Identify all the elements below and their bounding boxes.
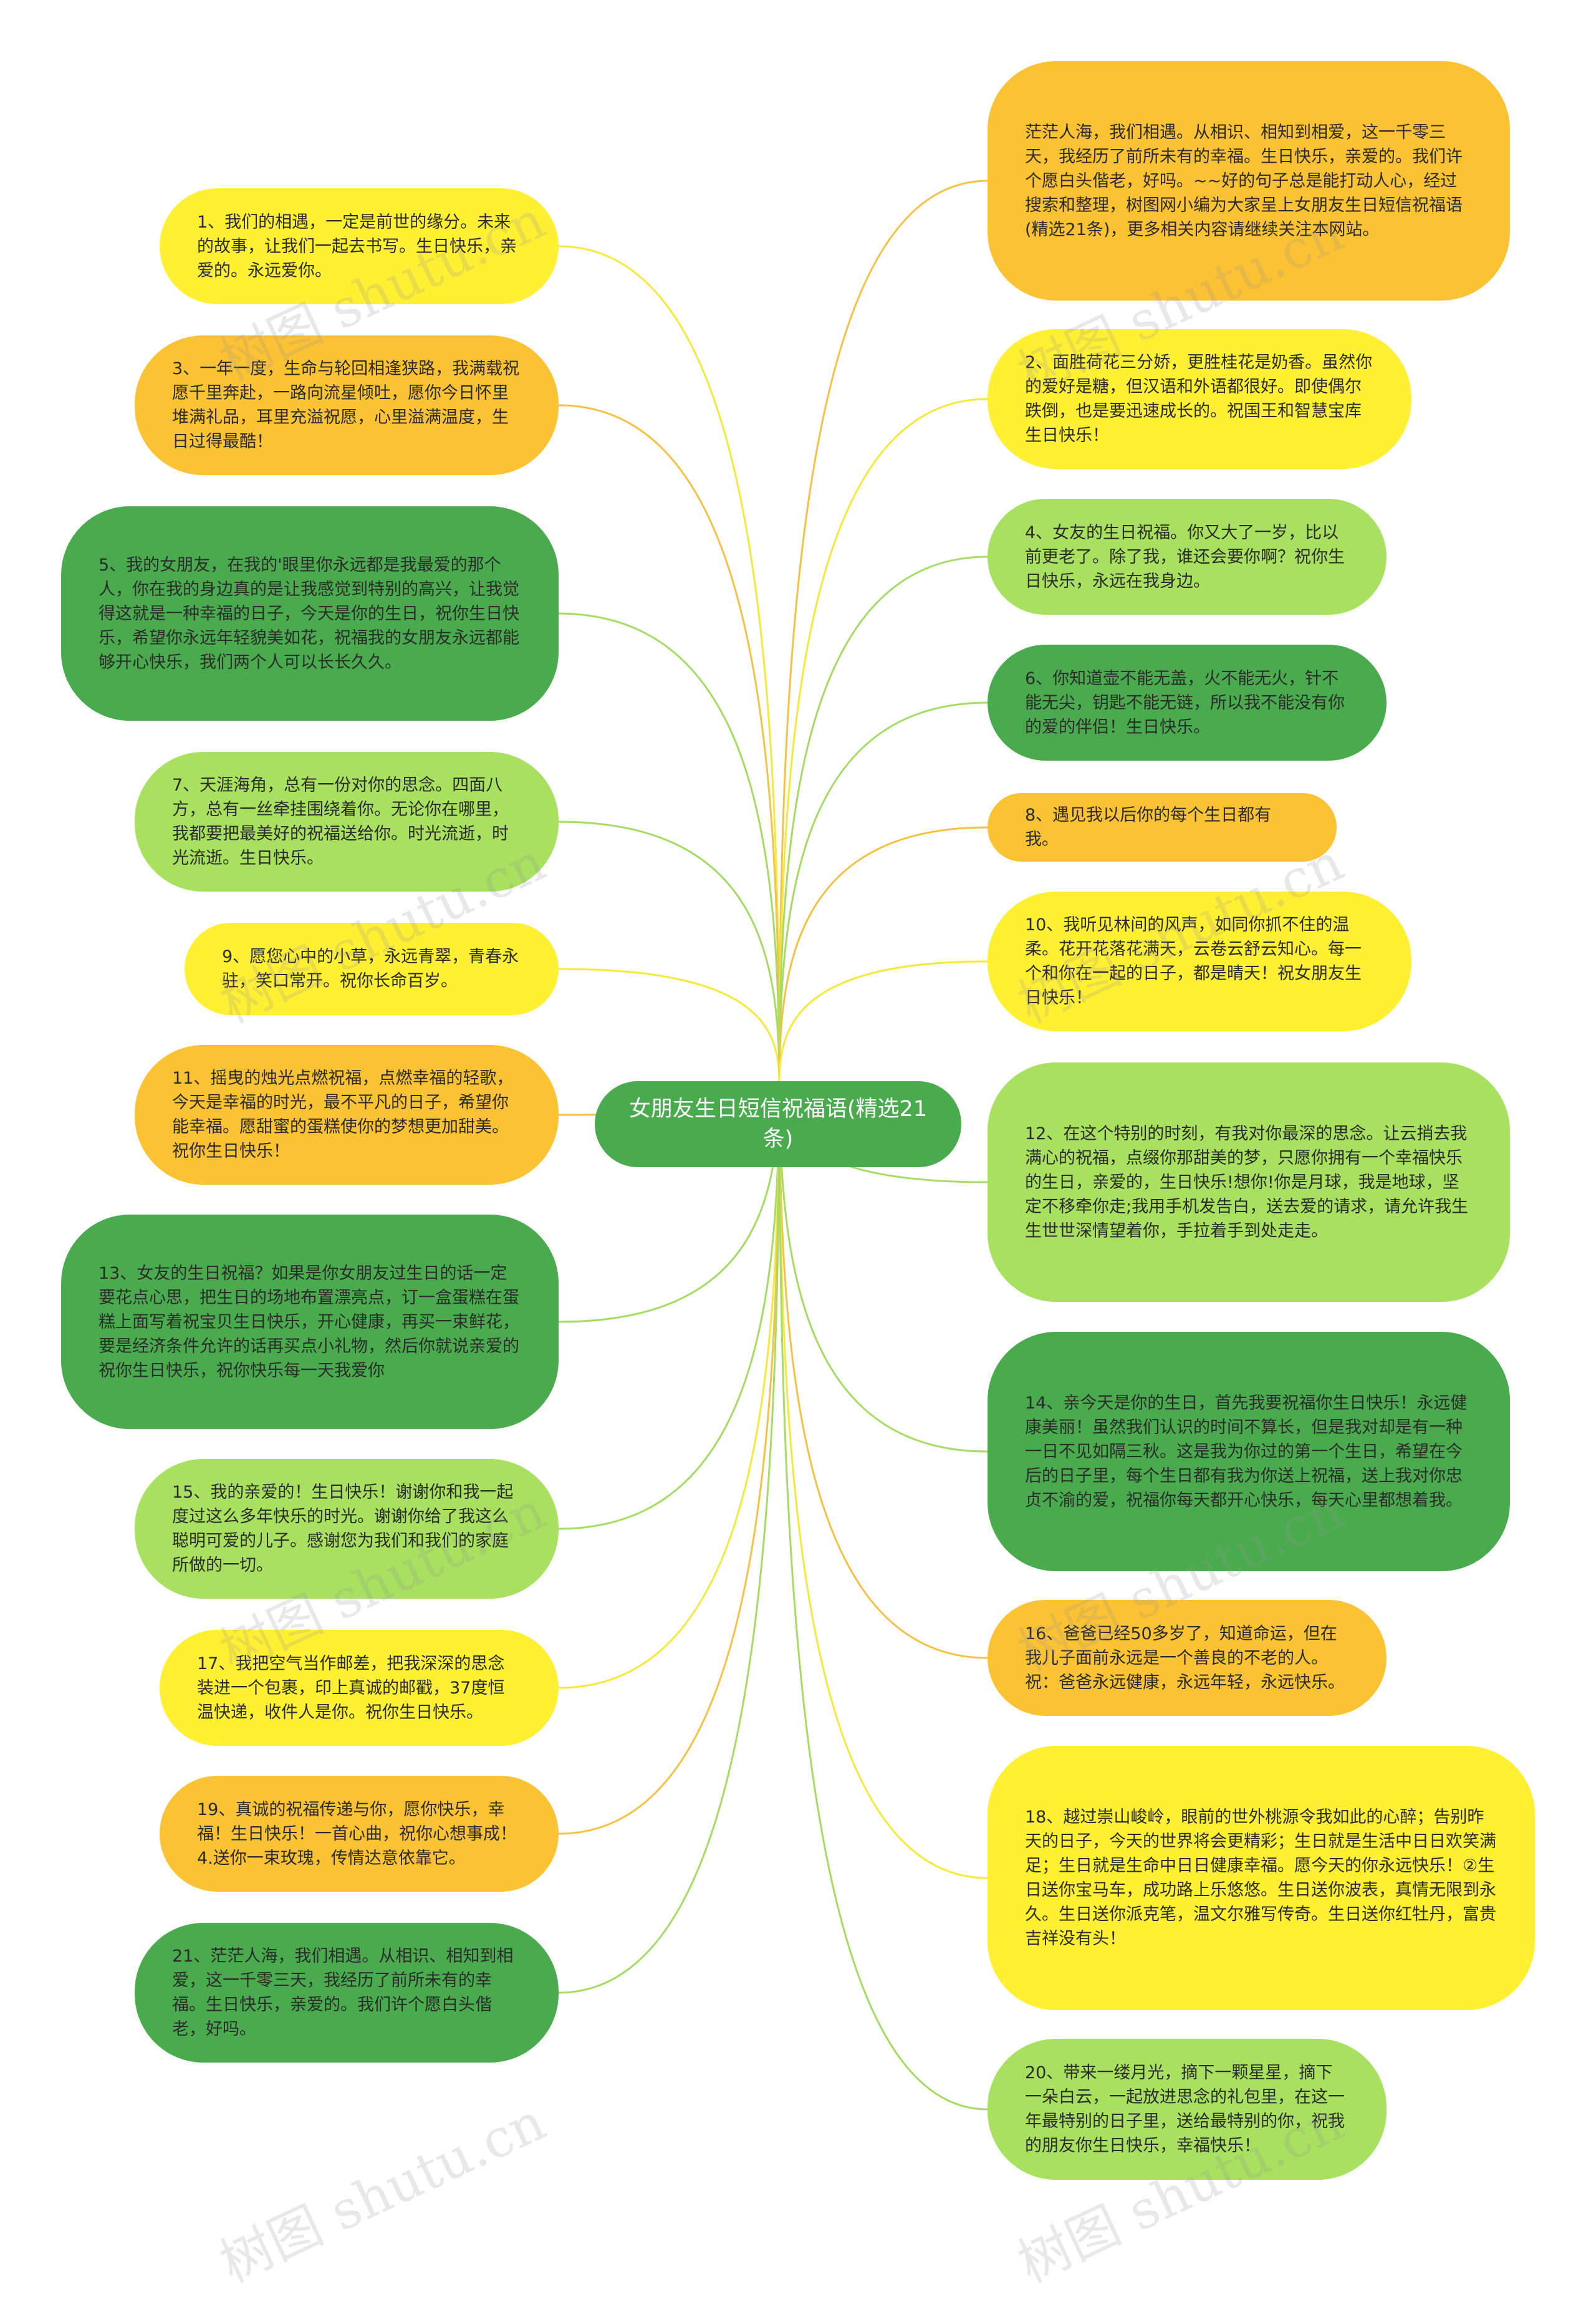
connector-n19 [558,1081,781,1835]
node-14-text: 14、亲今天是你的生日，首先我要祝福你生日快乐！永远健康美丽！虽然我们认识的时间… [1025,1393,1468,1510]
node-3[interactable]: 3、一年一度，生命与轮回相逢狭路，我满载祝愿千里奔赴，一路向流星倾吐，愿你今日怀… [135,335,559,475]
node-10-text: 10、我听见林间的风声，如同你抓不住的温柔。花开花落花满天，云卷云舒云知心。每一… [1025,915,1362,1008]
node-5[interactable]: 5、我的女朋友，在我的'眼里你永远都是我最爱的那个人，你在我的身边真的是让我感觉… [61,506,559,721]
node-4[interactable]: 4、女友的生日祝福。你又大了一岁，比以前更老了。除了我，谁还会要你啊？祝你生日快… [988,499,1387,615]
node-9-text: 9、愿您心中的小草，永远青翠，青春永驻，笑口常开。祝你长命百岁。 [222,947,519,991]
central-topic[interactable]: 女朋友生日短信祝福语(精选21条) [595,1081,961,1167]
connector-n17 [558,1081,781,1689]
connector-n3 [558,404,781,1082]
node-2[interactable]: 2、面胜荷花三分娇，更胜桂花是奶香。虽然你的爱好是糖，但汉语和外语都很好。即使偶… [988,329,1411,469]
node-1[interactable]: 1、我们的相遇，一定是前世的缘分。未来的故事，让我们一起去书写。生日快乐，亲爱的… [160,188,559,304]
connector-n4 [778,556,988,1082]
node-15-text: 15、我的亲爱的！生日快乐！谢谢你和我一起度过这么多年快乐的时光。谢谢你给了我这… [172,1483,514,1575]
connector-n0 [778,180,988,1082]
node-18[interactable]: 18、越过崇山峻岭，眼前的世外桃源令我如此的心醉；告别昨天的日子，今天的世界将会… [988,1746,1535,2010]
connector-n15 [558,1081,781,1530]
node-9[interactable]: 9、愿您心中的小草，永远青翠，青春永驻，笑口常开。祝你长命百岁。 [185,923,559,1015]
node-15[interactable]: 15、我的亲爱的！生日快乐！谢谢你和我一起度过这么多年快乐的时光。谢谢你给了我这… [135,1459,559,1599]
node-20-text: 20、带来一缕月光，摘下一颗星星，摘下一朵白云，一起放进思念的礼包里，在这一年最… [1025,2063,1345,2155]
node-17[interactable]: 17、我把空气当作邮差，把我深深的思念装进一个包裹，印上真诚的邮戳，37度恒温快… [160,1630,559,1746]
connector-n8 [778,826,988,1082]
node-8[interactable]: 8、遇见我以后你的每个生日都有我。 [988,793,1337,862]
node-19-text: 19、真诚的祝福传递与你，愿你快乐，幸福！生日快乐！一首心曲，祝你心想事成！4.… [197,1799,517,1868]
node-18-text: 18、越过崇山峻岭，眼前的世外桃源令我如此的心醉；告别昨天的日子，今天的世界将会… [1025,1808,1496,1948]
node-7[interactable]: 7、天涯海角，总有一份对你的思念。四面八方，总有一丝牵挂围绕着你。无论你在哪里，… [135,752,559,892]
node-1-text: 1、我们的相遇，一定是前世的缘分。未来的故事，让我们一起去书写。生日快乐，亲爱的… [197,212,517,281]
connector-n7 [558,821,781,1082]
node-13-text: 13、女友的生日祝福？如果是你女朋友过生日的话一定要花点心思，把生日的场地布置漂… [99,1263,519,1380]
node-intro[interactable]: 茫茫人海，我们相遇。从相识、相知到相爱，这一千零三天，我经历了前所未有的幸福。生… [988,61,1510,301]
central-topic-label: 女朋友生日短信祝福语(精选21条) [628,1097,928,1152]
connector-n10 [778,960,988,1082]
node-5-text: 5、我的女朋友，在我的'眼里你永远都是我最爱的那个人，你在我的身边真的是让我感觉… [99,555,519,672]
connector-n1 [558,245,781,1082]
node-11[interactable]: 11、摇曳的烛光点燃祝福，点燃幸福的轻歌，今天是幸福的时光，最不平凡的日子，希望… [135,1045,559,1185]
node-20[interactable]: 20、带来一缕月光，摘下一颗星星，摘下一朵白云，一起放进思念的礼包里，在这一年最… [988,2039,1387,2180]
node-2-text: 2、面胜荷花三分娇，更胜桂花是奶香。虽然你的爱好是糖，但汉语和外语都很好。即使偶… [1025,353,1373,445]
node-14[interactable]: 14、亲今天是你的生日，首先我要祝福你生日快乐！永远健康美丽！虽然我们认识的时间… [988,1332,1510,1571]
node-10[interactable]: 10、我听见林间的风声，如同你抓不住的温柔。花开花落花满天，云卷云舒云知心。每一… [988,892,1411,1031]
node-17-text: 17、我把空气当作邮差，把我深深的思念装进一个包裹，印上真诚的邮戳，37度恒温快… [197,1654,505,1722]
node-3-text: 3、一年一度，生命与轮回相逢狭路，我满载祝愿千里奔赴，一路向流星倾吐，愿你今日怀… [172,359,520,451]
node-6[interactable]: 6、你知道壶不能无盖，火不能无火，针不能无尖，钥匙不能无链，所以我不能没有你的爱… [988,645,1387,761]
node-7-text: 7、天涯海角，总有一份对你的思念。四面八方，总有一丝牵挂围绕着你。无论你在哪里，… [172,776,509,868]
node-16-text: 16、爸爸已经50多岁了，知道命运，但在我儿子面前永远是一个善良的不老的人。祝：… [1025,1624,1345,1692]
connector-n9 [558,968,781,1082]
node-intro-text: 茫茫人海，我们相遇。从相识、相知到相爱，这一千零三天，我经历了前所未有的幸福。生… [1025,122,1463,239]
node-16[interactable]: 16、爸爸已经50多岁了，知道命运，但在我儿子面前永远是一个善良的不老的人。祝：… [988,1600,1387,1716]
node-21[interactable]: 21、茫茫人海，我们相遇。从相识、相知到相爱，这一千零三天，我经历了前所未有的幸… [135,1923,559,2063]
node-6-text: 6、你知道壶不能无盖，火不能无火，针不能无尖，钥匙不能无链，所以我不能没有你的爱… [1025,668,1345,737]
connector-n6 [778,701,988,1082]
connector-n21 [558,1081,781,1994]
connector-n16 [778,1081,988,1659]
node-12[interactable]: 12、在这个特别的时刻，有我对你最深的思念。让云捎去我满心的祝福，点缀你那甜美的… [988,1062,1510,1302]
node-12-text: 12、在这个特别的时刻，有我对你最深的思念。让云捎去我满心的祝福，点缀你那甜美的… [1025,1124,1469,1241]
node-11-text: 11、摇曳的烛光点燃祝福，点燃幸福的轻歌，今天是幸福的时光，最不平凡的日子，希望… [172,1069,514,1161]
node-8-text: 8、遇见我以后你的每个生日都有我。 [1025,806,1272,849]
connector-n5 [558,612,781,1082]
node-19[interactable]: 19、真诚的祝福传递与你，愿你快乐，幸福！生日快乐！一首心曲，祝你心想事成！4.… [160,1776,559,1892]
node-21-text: 21、茫茫人海，我们相遇。从相识、相知到相爱，这一千零三天，我经历了前所未有的幸… [172,1947,514,2039]
node-4-text: 4、女友的生日祝福。你又大了一岁，比以前更老了。除了我，谁还会要你啊？祝你生日快… [1025,522,1345,591]
connector-n2 [778,398,988,1082]
connector-n20 [778,1081,988,2111]
node-13[interactable]: 13、女友的生日祝福？如果是你女朋友过生日的话一定要花点心思，把生日的场地布置漂… [61,1215,559,1429]
